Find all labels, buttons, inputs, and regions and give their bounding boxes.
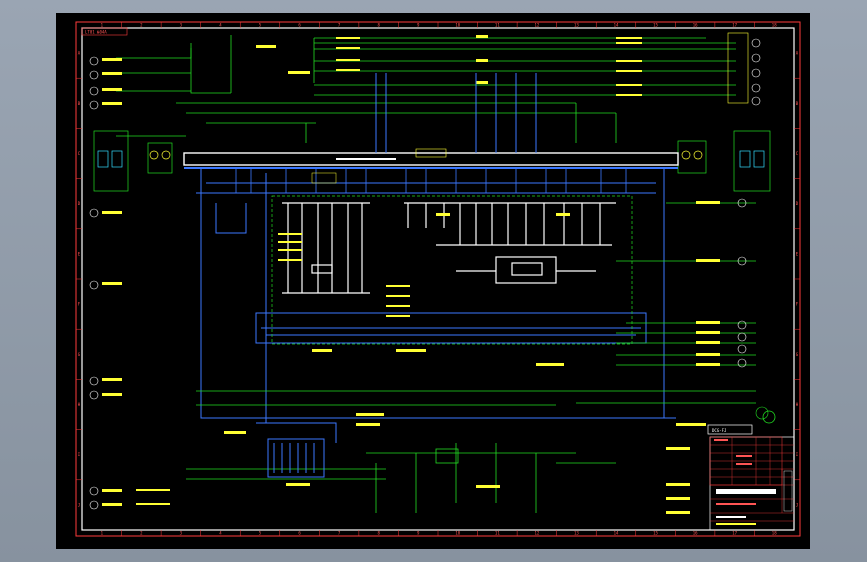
column-marker: 13 [574, 23, 579, 28]
column-marker: 9 [417, 23, 420, 28]
column-marker: 3 [180, 531, 183, 536]
column-marker: 7 [338, 23, 341, 28]
column-marker: 18 [772, 531, 777, 536]
column-marker: 4 [219, 531, 222, 536]
column-marker: 2 [140, 23, 143, 28]
column-marker: 8 [377, 531, 380, 536]
relay-ladder-right [404, 202, 616, 284]
row-marker: J [78, 502, 80, 507]
row-marker: D [796, 201, 799, 206]
central-module-outline [271, 195, 633, 345]
column-marker: 16 [693, 23, 698, 28]
column-marker: 6 [298, 531, 301, 536]
right-devices [737, 198, 769, 420]
row-marker: I [796, 452, 799, 457]
row-markers-left: A B C D E F G H I J [76, 51, 82, 507]
row-marker: F [796, 302, 799, 307]
row-marker: G [78, 352, 81, 357]
column-marker: 10 [455, 23, 460, 28]
bottom-green-circuit [366, 443, 616, 513]
row-marker: C [78, 151, 81, 156]
row-marker: H [78, 402, 81, 407]
row-marker: F [78, 302, 81, 307]
row-marker: E [78, 251, 81, 256]
column-marker: 5 [259, 531, 262, 536]
row-marker: G [796, 352, 799, 357]
right-feeders [186, 202, 756, 480]
column-marker: 12 [534, 531, 539, 536]
right-feeder-labels [136, 201, 720, 505]
column-marker: 17 [732, 23, 737, 28]
row-marker: I [78, 452, 81, 457]
column-marker: 6 [298, 23, 301, 28]
relay-ladder-left [282, 202, 370, 294]
column-marker: 11 [495, 23, 500, 28]
column-marker: 14 [614, 531, 619, 536]
row-marker: B [78, 101, 81, 106]
left-instrument-column [89, 56, 99, 510]
right-transformer-block [677, 130, 771, 192]
left-instrument-labels [102, 58, 122, 506]
row-marker: A [78, 51, 81, 56]
row-markers-right: A B C D E F G H I J [794, 51, 800, 507]
top-right-labels [256, 35, 642, 96]
bus-drops [235, 169, 627, 193]
bottom-labels [224, 423, 690, 514]
title-block [709, 436, 795, 531]
column-marker: 18 [772, 23, 777, 28]
column-marker: 3 [180, 23, 183, 28]
column-marker: 9 [417, 531, 420, 536]
row-marker: A [796, 51, 799, 56]
corner-tag-box [81, 27, 128, 36]
column-marker: 14 [614, 23, 619, 28]
sheet-outer-border [75, 21, 801, 537]
column-marker: 7 [338, 531, 341, 536]
bottom-equipment [267, 438, 325, 478]
corner-tag: LT01 №04A [85, 30, 107, 35]
blue-pipes [196, 73, 676, 443]
column-marker: 13 [574, 531, 579, 536]
module-labels [278, 172, 570, 352]
drawing-code: DCG-FJ [712, 428, 726, 433]
column-marker: 1 [101, 531, 104, 536]
top-signal-lines [116, 35, 736, 143]
right-instrument-column-top [727, 32, 761, 106]
column-marker: 8 [377, 23, 380, 28]
column-marker: 4 [219, 23, 222, 28]
row-marker: B [796, 101, 799, 106]
north-symbol-icon [762, 410, 776, 424]
main-bus [183, 148, 679, 169]
row-marker: J [796, 502, 798, 507]
row-marker: D [78, 201, 81, 206]
row-marker: H [796, 402, 799, 407]
column-marker: 10 [455, 531, 460, 536]
column-marker: 2 [140, 531, 143, 536]
column-marker: 15 [653, 23, 658, 28]
column-marker: 17 [732, 531, 737, 536]
column-marker: 11 [495, 531, 500, 536]
left-transformer-block [93, 130, 173, 192]
column-marker: 16 [693, 531, 698, 536]
column-marker: 15 [653, 531, 658, 536]
drawing-code-box [707, 424, 753, 435]
column-marker: 1 [101, 23, 104, 28]
row-marker: E [796, 251, 799, 256]
column-marker: 12 [534, 23, 539, 28]
row-marker: C [796, 151, 799, 156]
column-marker: 5 [259, 23, 262, 28]
